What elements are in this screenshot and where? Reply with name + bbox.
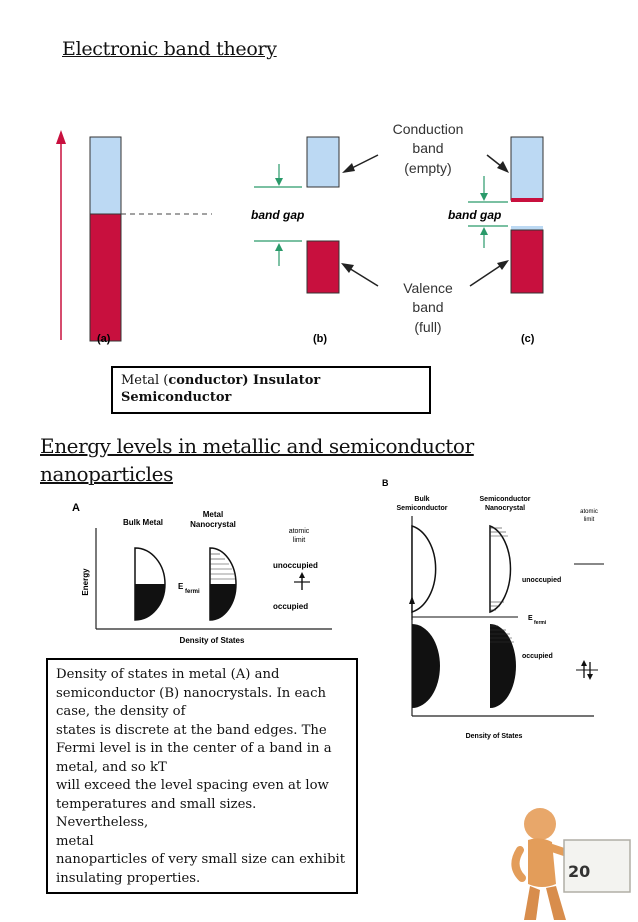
desc-line-9: metal: [56, 833, 94, 849]
valence-label-2: band: [412, 299, 443, 315]
occupied-b: occupied: [522, 653, 553, 660]
valence-label-3: (full): [414, 319, 441, 335]
mascot-illustration: [511, 808, 631, 920]
caption-metal: Metal (: [121, 373, 169, 388]
atomic-limit-b-2: limit: [584, 517, 595, 523]
figure-a-y-label: Energy: [81, 568, 90, 596]
atomic-limit-a-1: atomic: [289, 528, 310, 535]
semi-nc-label-2: Nanocrystal: [485, 505, 525, 512]
unoccupied-a: unoccupied: [273, 561, 318, 570]
efermi-a-sub: fermi: [185, 589, 200, 595]
panel-c-conduction-band: [510, 136, 544, 201]
bulk-metal-label: Bulk Metal: [123, 518, 163, 527]
panel-a-label: (a): [97, 333, 111, 345]
mascot-head: [524, 808, 556, 840]
section-heading: Energy levels in metallic and semiconduc…: [40, 432, 500, 488]
atomic-limit-b-1: atomic: [580, 509, 598, 515]
metal-nc-filled: [210, 584, 236, 620]
figure-b-panel-label: B: [382, 478, 389, 488]
panel-b-conduction-band: [306, 136, 340, 188]
bulk-conduction-band: [411, 524, 437, 614]
panel-a-empty-band: [89, 136, 122, 215]
metal-nc-label-2: Nanocrystal: [190, 520, 236, 529]
band-theory-figure: (a) band gap (b) band gap (c) Conduction…: [56, 121, 544, 345]
panel-c-valence-band: [510, 229, 544, 294]
band-gap-label-c: band gap: [448, 208, 501, 222]
bulk-semi-label-1: Bulk: [414, 496, 429, 503]
figure-b-semiconductor-dos: B Bulk Semiconductor Semiconductor Nanoc…: [382, 478, 604, 740]
desc-line-5: Fermi level is in the center of a band i…: [56, 741, 332, 756]
figure-a-panel-label: A: [72, 502, 80, 514]
conduction-label-3: (empty): [404, 160, 451, 176]
bulk-valence-band: [412, 624, 440, 708]
section-heading-line-1: Energy levels in metallic and semiconduc…: [40, 434, 474, 458]
efermi-b: E: [528, 615, 533, 622]
occupied-a: occupied: [273, 602, 308, 611]
caption-conductor-insulator: conductor) Insulator: [168, 373, 321, 388]
figure-a-metal-dos: A Bulk Metal Metal Nanocrystal atomic li…: [72, 502, 332, 645]
panel-b-valence-band: [306, 240, 340, 294]
desc-line-6: metal, and so kT: [56, 759, 167, 775]
panel-b-label: (b): [313, 333, 327, 345]
panel-a-filled-band: [89, 213, 122, 342]
desc-line-11: insulating properties.: [56, 870, 201, 886]
page-title: Electronic band theory: [62, 38, 277, 60]
unoccupied-b: unoccupied: [522, 577, 561, 584]
nc-conduction-band: [489, 524, 512, 614]
desc-line-7: will exceed the level spacing even at lo…: [56, 778, 329, 793]
desc-line-8: temperatures and small sizes. Neverthele…: [56, 796, 257, 831]
figure-a-x-label: Density of States: [180, 636, 245, 645]
caption-semiconductor: Semiconductor: [121, 390, 232, 405]
sign-board: [563, 839, 631, 893]
energy-axis-arrowhead: [56, 130, 66, 144]
valence-label-1: Valence: [403, 280, 453, 296]
desc-line-1: Density of states in metal (A) and: [56, 667, 280, 682]
bulk-semi-label-2: Semiconductor: [397, 505, 448, 512]
desc-line-4: states is discrete at the band edges. Th…: [56, 722, 327, 738]
efermi-a: E: [178, 582, 184, 591]
desc-line-3: case, the density of: [56, 704, 186, 719]
nc-valence-band: [490, 624, 516, 708]
metal-nc-label-1: Metal: [203, 510, 223, 519]
section-heading-line-2: nanoparticles: [40, 462, 173, 486]
desc-line-10: nanoparticles of very small size can exh…: [56, 852, 346, 867]
band-gap-label-b: band gap: [251, 208, 304, 222]
desc-line-2: semiconductor (B) nanocrystals. In each: [56, 685, 327, 701]
conduction-label-2: band: [412, 140, 443, 156]
page-number: 20: [568, 862, 591, 881]
atomic-limit-a-2: limit: [293, 537, 305, 544]
semi-nc-label-1: Semiconductor: [480, 496, 531, 503]
panel-c-label: (c): [521, 333, 535, 345]
band-figure-caption: Metal (conductor) Insulator Semiconducto…: [111, 366, 431, 414]
description-box: Density of states in metal (A) and semic…: [46, 658, 358, 894]
conduction-label-1: Conduction: [393, 121, 464, 137]
bulk-metal-filled: [135, 584, 165, 620]
efermi-b-sub: fermi: [534, 620, 547, 626]
figure-b-x-label: Density of States: [466, 733, 523, 740]
